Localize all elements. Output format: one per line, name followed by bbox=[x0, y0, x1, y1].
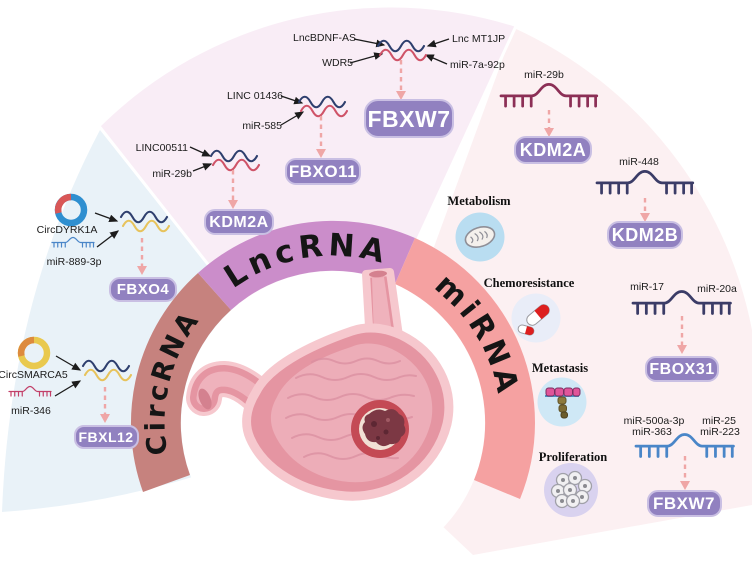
arrow bbox=[54, 380, 82, 397]
arrow bbox=[55, 355, 82, 371]
tumor bbox=[351, 400, 409, 458]
mitochondria-icon bbox=[464, 226, 496, 248]
metastasis-icon bbox=[545, 387, 581, 419]
arrow bbox=[424, 54, 448, 65]
lncrna-pathway-fbxo11: LINC 01436 miR-585 FBXO11 bbox=[227, 90, 361, 185]
mir-17-label: miR-17 bbox=[630, 281, 664, 293]
fbox31-button: FBOX31 bbox=[645, 356, 719, 382]
hallmark-chemoresistance: Chemoresistance bbox=[484, 276, 575, 343]
linc01436-label: LINC 01436 bbox=[227, 90, 283, 102]
pill-icon bbox=[526, 304, 550, 326]
mir-7a-92p-label: miR-7a-92p bbox=[450, 59, 505, 71]
circdyrk1a-label: CircDYRK1A bbox=[37, 224, 98, 236]
lnc-mt1jp-label: Lnc MT1JP bbox=[452, 33, 505, 45]
svg-text:FBXO11: FBXO11 bbox=[289, 162, 357, 181]
circrna-pathway-fbxl12: CircSMARCA5 miR-346 FBXL12 bbox=[0, 336, 139, 449]
hallmark-metastasis: Metastasis bbox=[532, 361, 588, 427]
mirna-pathway-fbxw7: miR-500a-3p miR-363 miR-25 miR-223 FBXW7 bbox=[624, 415, 740, 517]
arrow bbox=[189, 146, 212, 157]
metabolism-label: Metabolism bbox=[447, 194, 511, 208]
mirna-pathway-kdm2b: miR-448 KDM2B bbox=[595, 156, 695, 249]
arrow bbox=[349, 52, 384, 64]
hallmark-metabolism: Metabolism bbox=[447, 194, 511, 262]
metastasis-label: Metastasis bbox=[532, 361, 588, 375]
lncrna-band bbox=[198, 220, 415, 310]
arrow bbox=[96, 230, 120, 248]
circrna-pathway-fbxo4: CircDYRK1A miR-889-3p FBXO4 bbox=[37, 193, 177, 302]
chemoresistance-label: Chemoresistance bbox=[484, 276, 575, 290]
arrow bbox=[280, 111, 305, 126]
kdm2a-right-button: KDM2A bbox=[514, 136, 592, 164]
arrow bbox=[426, 38, 450, 48]
pill-small-icon bbox=[517, 324, 535, 336]
fbxo4-button: FBXO4 bbox=[109, 277, 177, 302]
svg-text:FBXW7: FBXW7 bbox=[653, 494, 715, 513]
mir-346-label: miR-346 bbox=[11, 405, 51, 417]
svg-text:KDM2B: KDM2B bbox=[612, 225, 679, 245]
arrow bbox=[94, 212, 119, 222]
mirna-pathway-kdm2a: miR-29b KDM2A bbox=[499, 69, 599, 164]
kdm2b-button: KDM2B bbox=[607, 221, 683, 249]
kdm2a-button: KDM2A bbox=[204, 209, 274, 235]
wdr5-label: WDR5 bbox=[322, 57, 353, 69]
circsmarca5-label: CircSMARCA5 bbox=[0, 369, 68, 381]
mir-29b-label: miR-29b bbox=[152, 168, 192, 180]
fbxl12-button: FBXL12 bbox=[74, 425, 139, 449]
duodenum-opening bbox=[198, 388, 212, 410]
mir-363-label: miR-363 bbox=[632, 426, 672, 438]
svg-text:FBOX31: FBOX31 bbox=[649, 361, 714, 378]
lncrna-pathway-kdm2a: LINC00511 miR-29b KDM2A bbox=[136, 142, 274, 235]
svg-text:KDM2A: KDM2A bbox=[209, 214, 268, 231]
arrow bbox=[192, 163, 213, 172]
svg-text:FBXW7: FBXW7 bbox=[368, 106, 451, 132]
lncrna-pathway-fbxw7: LncBDNF-AS WDR5 Lnc MT1JP miR-7a-92p FBX… bbox=[293, 32, 505, 138]
fbxw7-button: FBXW7 bbox=[364, 99, 454, 138]
fbxw7-right-button: FBXW7 bbox=[647, 490, 722, 517]
mir-20a-label: miR-20a bbox=[697, 283, 737, 295]
stomach-illustration bbox=[186, 268, 454, 501]
mir-448-label: miR-448 bbox=[619, 156, 659, 168]
mir-585-label: miR-585 bbox=[242, 120, 282, 132]
circrna-ring-icon bbox=[17, 336, 51, 370]
mir-25-label: miR-25 bbox=[702, 415, 736, 427]
mirna-band bbox=[395, 238, 536, 499]
circrna-ring-icon bbox=[54, 193, 88, 227]
mirna-pathway-fbox31: miR-17 miR-20a FBOX31 bbox=[630, 281, 737, 382]
mir-889-3p-label: miR-889-3p bbox=[47, 256, 102, 268]
lncbdnf-as-label: LncBDNF-AS bbox=[293, 32, 356, 44]
hallmark-proliferation: Proliferation bbox=[539, 450, 608, 517]
mir-223-label: miR-223 bbox=[700, 426, 740, 438]
fbxo11-button: FBXO11 bbox=[285, 158, 361, 185]
svg-text:FBXL12: FBXL12 bbox=[78, 429, 133, 445]
svg-text:KDM2A: KDM2A bbox=[520, 140, 587, 160]
circrna-band bbox=[130, 273, 231, 492]
mir-29b-right-label: miR-29b bbox=[524, 69, 564, 81]
svg-text:FBXO4: FBXO4 bbox=[117, 281, 170, 298]
linc00511-label: LINC00511 bbox=[136, 142, 189, 154]
mir-500a-3p-label: miR-500a-3p bbox=[624, 415, 685, 427]
esophagus-opening bbox=[369, 270, 387, 278]
proliferation-label: Proliferation bbox=[539, 450, 608, 464]
